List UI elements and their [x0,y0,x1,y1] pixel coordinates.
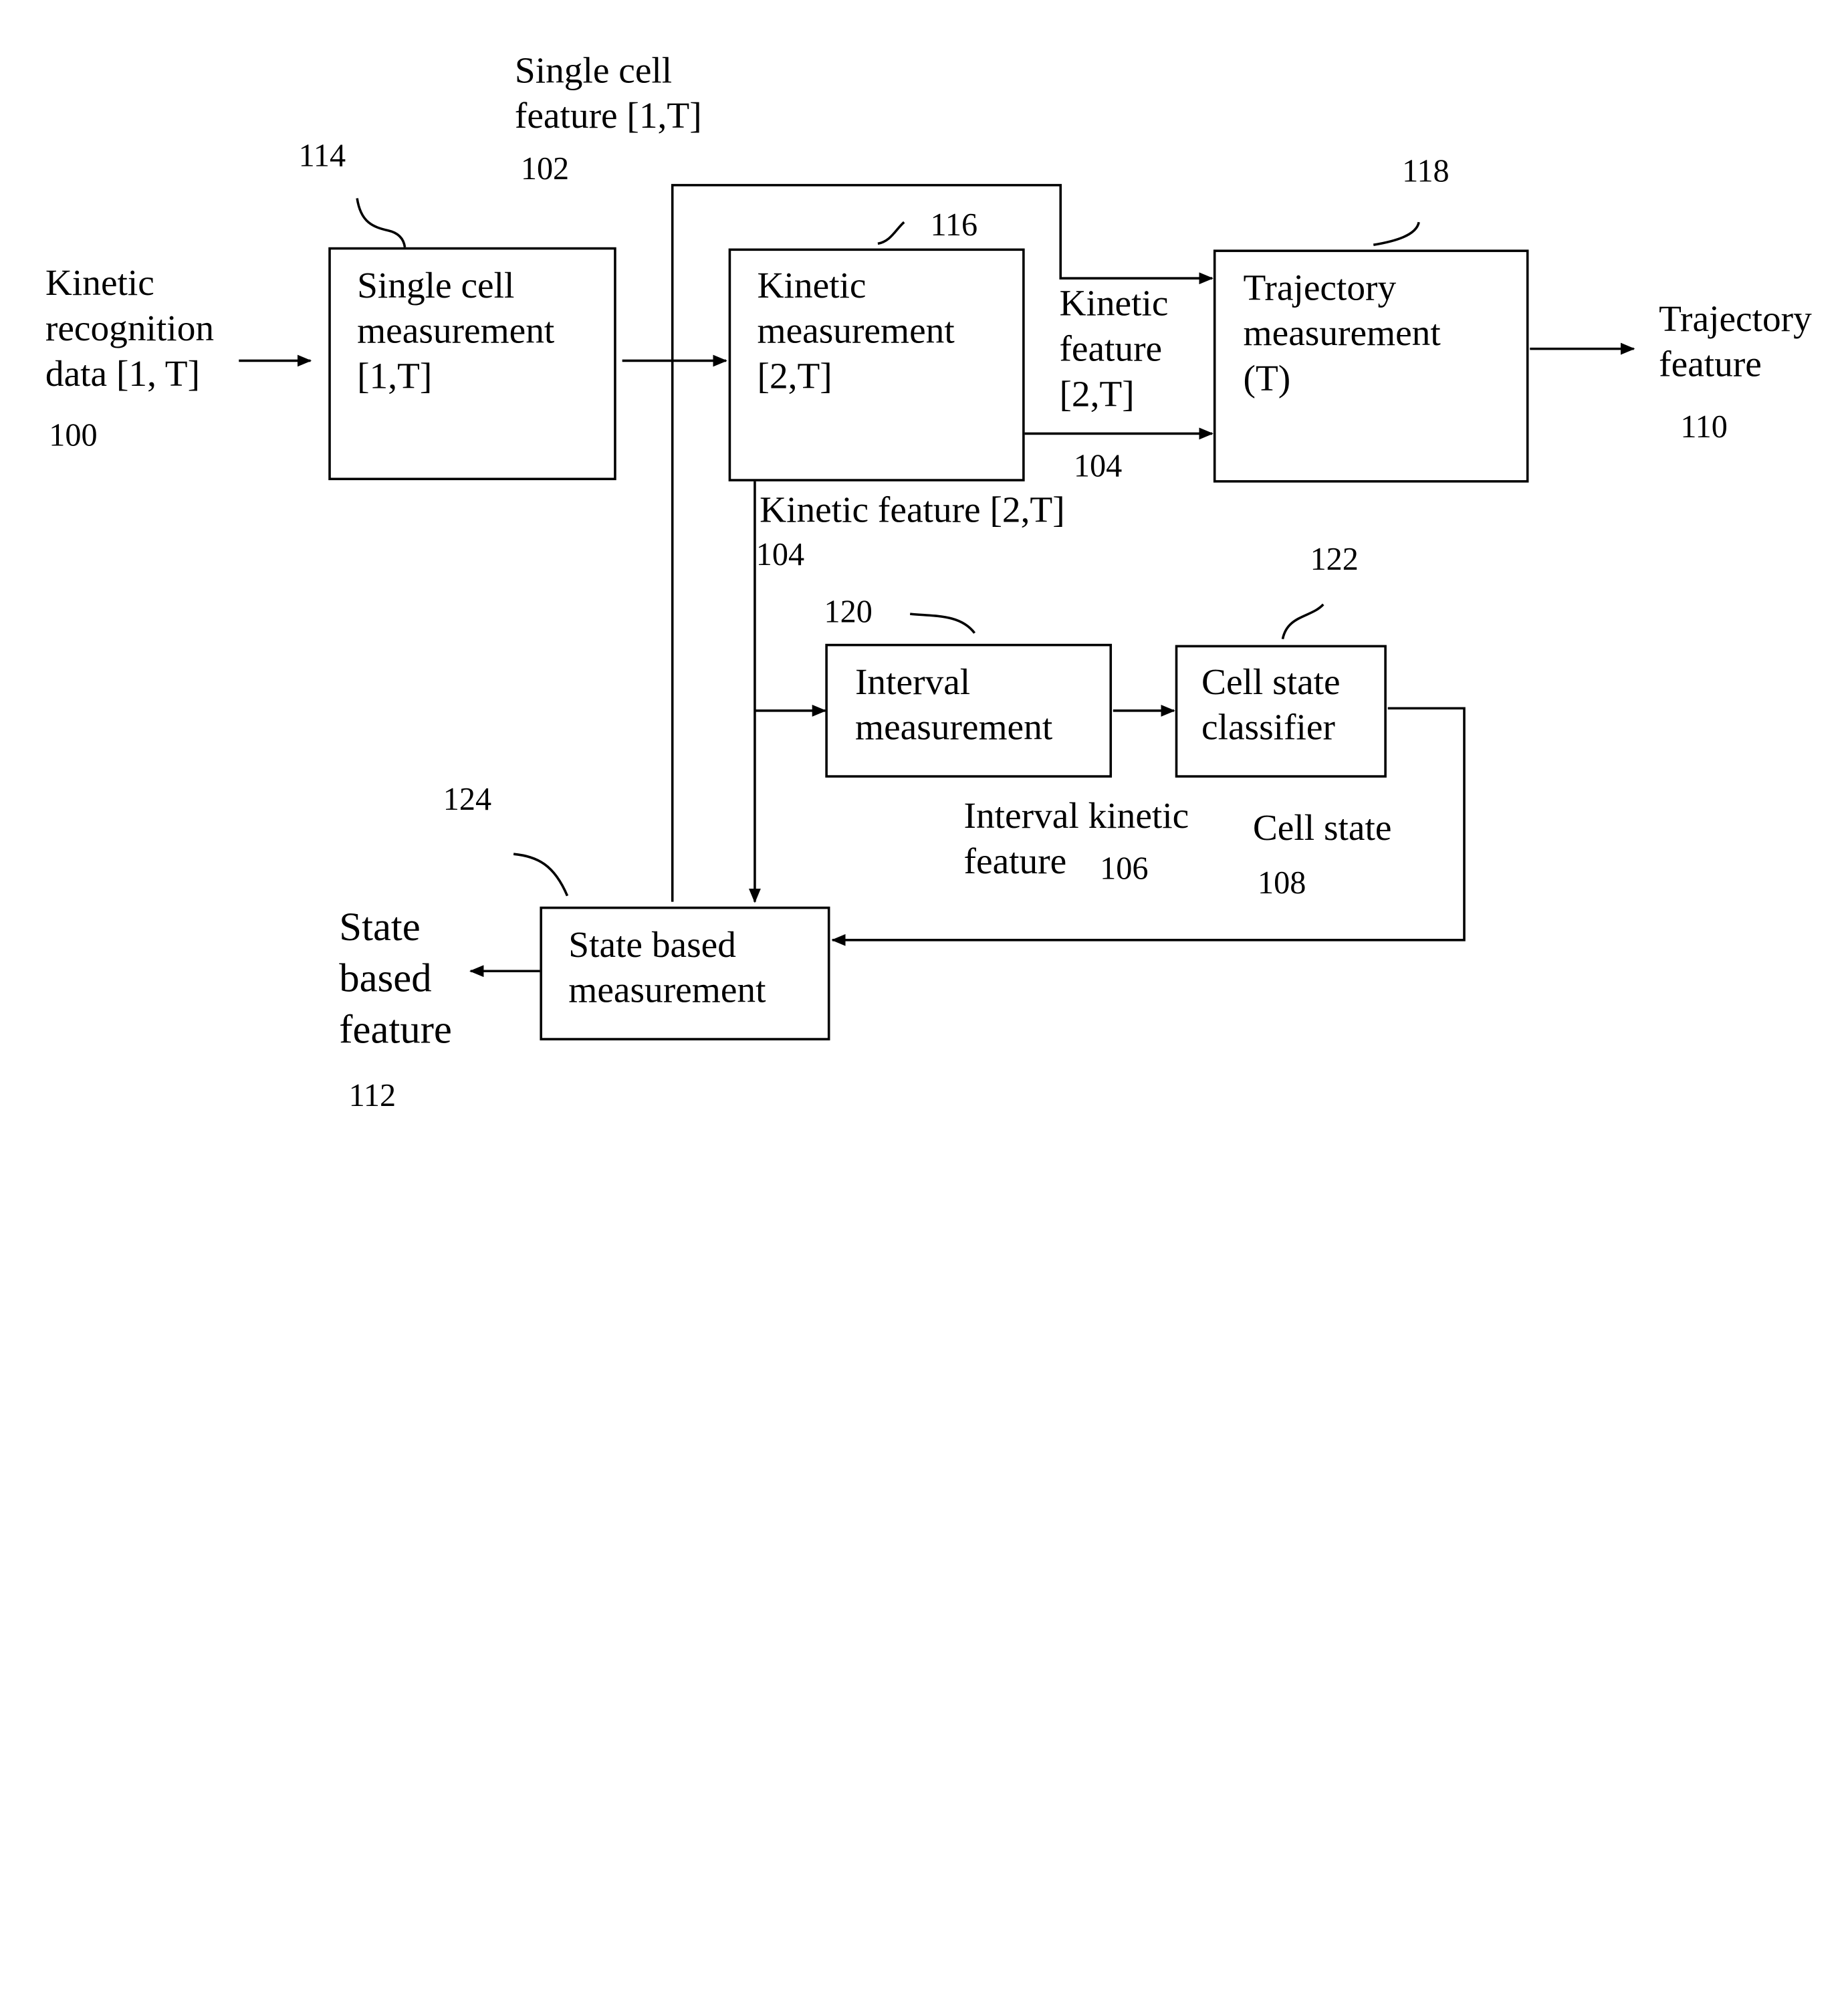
ref-124: 124 [443,780,491,818]
ref-120: 120 [824,592,873,631]
ref-104-right: 104 [1074,447,1122,485]
state-based-measurement-label: State based measurement [568,922,766,1013]
trajectory-measurement-label: Trajectory measurement (T) [1244,265,1441,402]
ref-112: 112 [349,1076,396,1114]
leader-124 [513,854,567,896]
leader-116 [878,222,904,243]
cell-state-classifier-label: Cell state classifier [1201,659,1341,750]
interval-kinetic-feature-label: Interval kinetic feature [964,793,1189,884]
leader-114 [357,199,405,247]
ref-122: 122 [1310,540,1359,578]
ref-106: 106 [1100,849,1148,887]
ref-104-down: 104 [756,535,804,573]
ref-108: 108 [1258,863,1306,901]
trajectory-feature-label: Trajectory feature [1659,296,1812,387]
single-cell-measurement-label: Single cell measurement [1,T] [357,263,554,399]
ref-118: 118 [1402,152,1450,190]
kinetic-measurement-label: Kinetic measurement [2,T] [758,263,955,399]
leader-122 [1282,604,1323,639]
kinetic-feature-right-label: Kinetic feature [2,T] [1059,281,1168,417]
ref-100: 100 [49,416,97,454]
interval-measurement-label: Interval measurement [855,659,1052,750]
cell-state-label: Cell state [1253,805,1392,851]
state-based-feature-label: State based feature [339,902,452,1056]
ref-110: 110 [1680,407,1728,445]
ref-102: 102 [521,149,569,187]
leader-118 [1373,222,1419,245]
single-cell-feature-label: Single cell feature [1,T] [515,47,702,138]
ref-114: 114 [299,136,346,175]
input-label: Kinetic recognition data [1, T] [45,260,214,397]
leader-120 [910,614,974,633]
connector-layer [0,0,1848,1121]
kinetic-feature-down-label: Kinetic feature [2,T] [760,487,1065,533]
ref-116: 116 [931,205,978,243]
